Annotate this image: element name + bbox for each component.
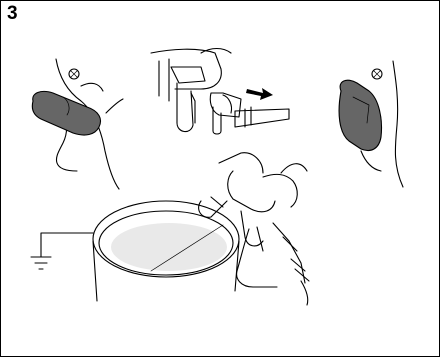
- spray-gun: [198, 152, 310, 306]
- grounded-bucket: [30, 200, 240, 302]
- left-tip-guard: [31, 90, 102, 136]
- right-tip-guard: [338, 79, 383, 152]
- right-hand-tip-guard: [338, 60, 404, 188]
- bucket-fluid: [111, 223, 227, 271]
- ground-symbol-icon: [30, 256, 52, 270]
- step-number: 3: [7, 3, 18, 24]
- center-tip-removal: [150, 47, 290, 135]
- direction-arrow-icon: [246, 88, 273, 100]
- left-hand-tip-guard: [31, 58, 124, 190]
